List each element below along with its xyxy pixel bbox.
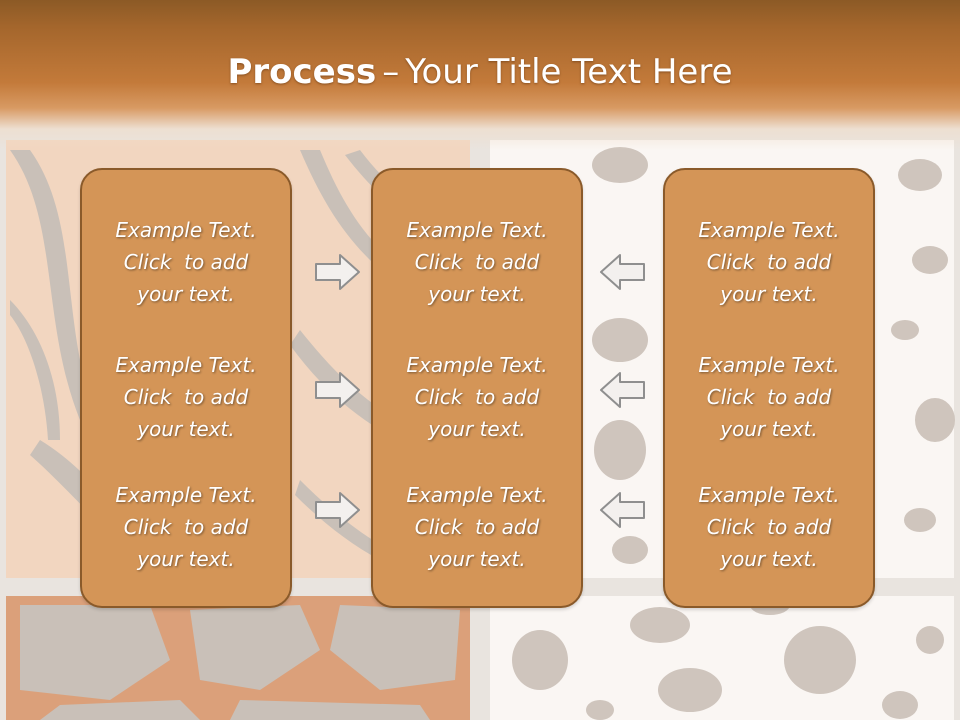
title-bold: Process <box>227 52 377 92</box>
text-line: Click to add <box>414 515 540 539</box>
text-line: Example Text. <box>406 218 548 242</box>
title-rest: Your Title Text Here <box>405 52 733 92</box>
text-line: Click to add <box>123 250 249 274</box>
text-line: your text. <box>428 547 526 571</box>
text-line: Example Text. <box>698 353 840 377</box>
text-line: Click to add <box>414 385 540 409</box>
text-line: your text. <box>720 417 818 441</box>
arrow-right-icon <box>315 254 360 290</box>
text-line: Example Text. <box>115 483 257 507</box>
process-box-3[interactable]: Example Text. Click to add your text. Ex… <box>663 168 875 608</box>
process-box-2[interactable]: Example Text. Click to add your text. Ex… <box>371 168 583 608</box>
title-separator: – <box>382 52 400 92</box>
text-line: your text. <box>428 282 526 306</box>
text-placeholder[interactable]: Example Text. Click to add your text. <box>373 214 581 310</box>
text-line: your text. <box>137 547 235 571</box>
text-line: Click to add <box>123 515 249 539</box>
text-line: your text. <box>428 417 526 441</box>
text-line: Example Text. <box>406 353 548 377</box>
arrow-left-icon <box>600 492 645 528</box>
text-line: Example Text. <box>115 353 257 377</box>
arrow-right-icon <box>315 372 360 408</box>
spotted-pattern-panel <box>490 595 954 720</box>
text-line: your text. <box>137 417 235 441</box>
text-line: Example Text. <box>406 483 548 507</box>
text-placeholder[interactable]: Example Text. Click to add your text. <box>665 214 873 310</box>
text-line: your text. <box>137 282 235 306</box>
text-placeholder[interactable]: Example Text. Click to add your text. <box>82 349 290 445</box>
text-placeholder[interactable]: Example Text. Click to add your text. <box>82 214 290 310</box>
text-line: Click to add <box>706 385 832 409</box>
text-placeholder[interactable]: Example Text. Click to add your text. <box>373 479 581 575</box>
text-line: Example Text. <box>698 483 840 507</box>
text-placeholder[interactable]: Example Text. Click to add your text. <box>82 479 290 575</box>
text-line: Click to add <box>706 515 832 539</box>
title-banner <box>0 0 960 150</box>
text-line: Example Text. <box>115 218 257 242</box>
arrow-right-icon <box>315 492 360 528</box>
text-placeholder[interactable]: Example Text. Click to add your text. <box>373 349 581 445</box>
arrow-left-icon <box>600 372 645 408</box>
text-placeholder[interactable]: Example Text. Click to add your text. <box>665 349 873 445</box>
text-line: Example Text. <box>698 218 840 242</box>
arrow-left-icon <box>600 254 645 290</box>
text-line: Click to add <box>706 250 832 274</box>
text-line: your text. <box>720 282 818 306</box>
text-line: Click to add <box>123 385 249 409</box>
process-box-1[interactable]: Example Text. Click to add your text. Ex… <box>80 168 292 608</box>
text-line: Click to add <box>414 250 540 274</box>
slide-title[interactable]: Process–Your Title Text Here <box>0 52 960 92</box>
giraffe-pattern-panel <box>6 596 470 720</box>
text-placeholder[interactable]: Example Text. Click to add your text. <box>665 479 873 575</box>
text-line: your text. <box>720 547 818 571</box>
